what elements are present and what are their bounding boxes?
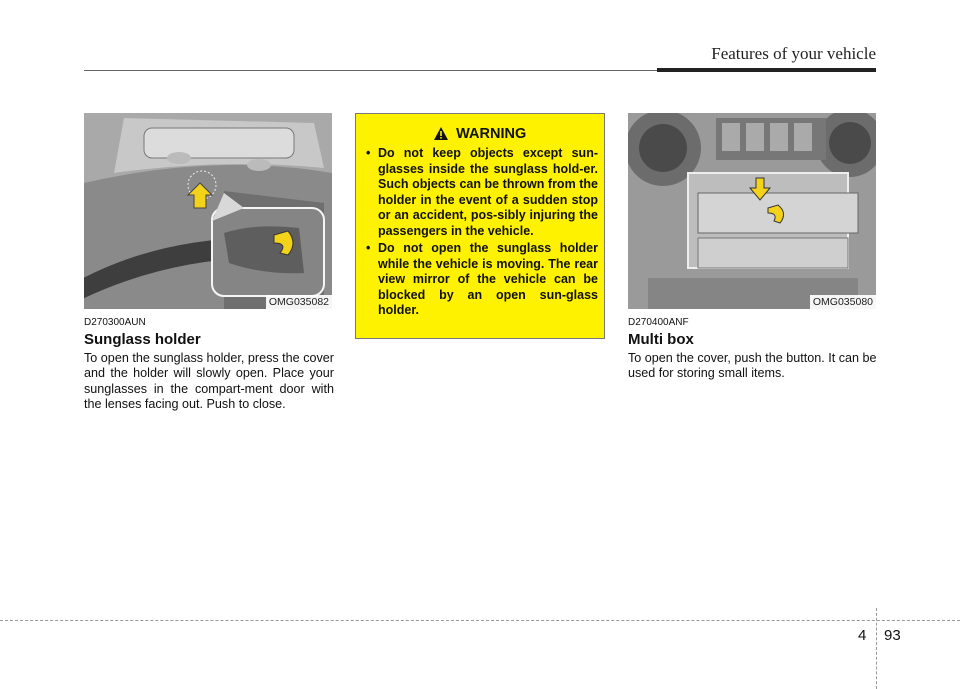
warning-box: WARNING •Do not keep objects except sun-… [355, 113, 605, 339]
chapter-number: 4 [858, 627, 867, 644]
sunglass-section-body: To open the sunglass holder, press the c… [84, 351, 334, 412]
warning-title: WARNING [456, 126, 527, 142]
warning-item: •Do not keep objects except sun-glasses … [366, 146, 598, 238]
footer-rule [0, 620, 960, 621]
multi-box-photo: OMG035080 [628, 113, 876, 309]
multi-box-section-code: D270400ANF [628, 317, 689, 328]
warning-list: •Do not keep objects except sun-glasses … [366, 146, 598, 321]
sunglass-holder-photo: OMG035082 [84, 113, 332, 309]
footer-divider [876, 608, 877, 689]
warning-item: •Do not open the sunglass holder while t… [366, 241, 598, 317]
multi-box-section-heading: Multi box [628, 331, 694, 348]
sunglass-section-code: D270300AUN [84, 317, 146, 328]
warning-triangle-icon [433, 127, 448, 140]
sunglass-section-heading: Sunglass holder [84, 331, 201, 348]
multi-box-photo-caption: OMG035080 [809, 295, 876, 309]
warning-heading: WARNING [356, 125, 604, 143]
multi-box-section-body: To open the cover, push the button. It c… [628, 351, 877, 381]
page-header-title: Features of your vehicle [711, 44, 876, 63]
header-rule-accent [657, 68, 876, 72]
warning-item-text: Do not open the sunglass holder while th… [378, 241, 598, 317]
page-number: 93 [884, 627, 901, 644]
sunglass-photo-caption: OMG035082 [265, 295, 332, 309]
warning-item-text: Do not keep objects except sun-glasses i… [378, 146, 598, 238]
header-rule [84, 70, 876, 71]
